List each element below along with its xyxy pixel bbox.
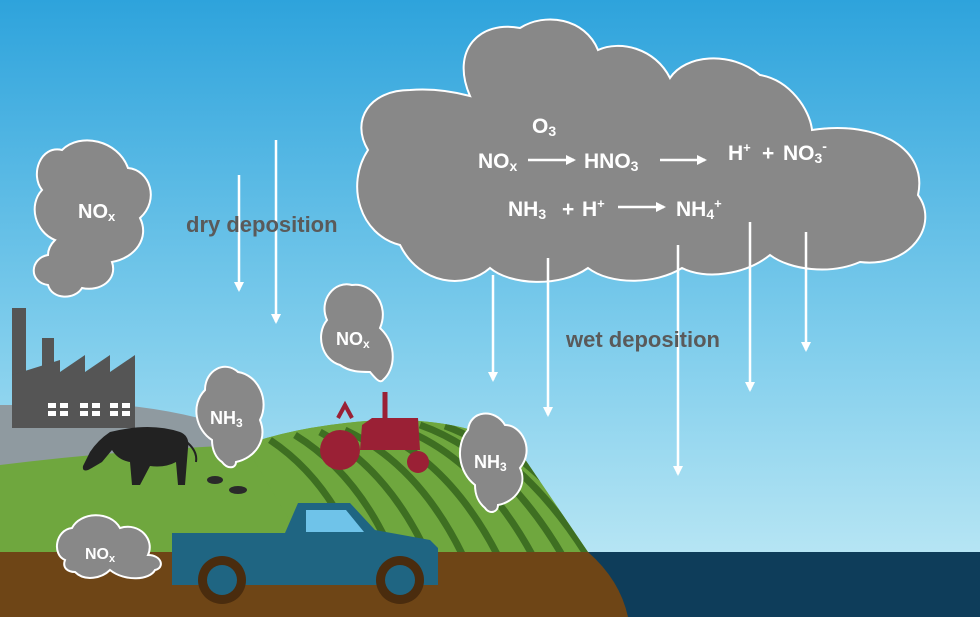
nh3-cow-puff <box>195 365 265 469</box>
plus-sign-2: + <box>562 198 574 221</box>
h-plus-ion: H+ <box>728 140 751 165</box>
cow-icon <box>82 427 198 485</box>
nh4-product: NH4+ <box>676 196 722 222</box>
o3-formula: O3 <box>532 115 556 139</box>
nh3-field-label: NH3 <box>474 452 507 474</box>
manure-icon <box>207 476 247 494</box>
ocean <box>588 552 980 617</box>
h-plus-reactant: H+ <box>582 196 605 221</box>
nh3-cow-label: NH3 <box>210 408 243 430</box>
reaction-arrows <box>528 155 707 212</box>
nox-truck-label: NOx <box>85 546 116 565</box>
wet-deposition-label: wet deposition <box>565 327 720 352</box>
nox-truck-puff <box>56 514 162 580</box>
dry-deposition-arrows <box>234 140 281 324</box>
no3-ion: NO3- <box>783 138 827 166</box>
truck-icon <box>172 503 438 604</box>
hno3-product: HNO3 <box>584 150 639 174</box>
nox-tractor-label: NOx <box>336 329 370 351</box>
nh3-field-puff <box>458 412 528 513</box>
factory-icon <box>12 308 135 428</box>
dry-deposition-label: dry deposition <box>186 212 338 237</box>
big-cloud <box>356 18 927 283</box>
plus-sign-1: + <box>762 142 774 165</box>
nh3-reactant: NH3 <box>508 198 546 222</box>
nox-tractor-puff <box>320 283 394 383</box>
wet-deposition-arrows <box>488 222 811 476</box>
tractor-icon <box>320 392 429 473</box>
nox-sky-cloud <box>32 139 152 298</box>
nox-reactant: NOx <box>478 150 518 174</box>
nox-sky-label: NOx <box>78 201 116 224</box>
